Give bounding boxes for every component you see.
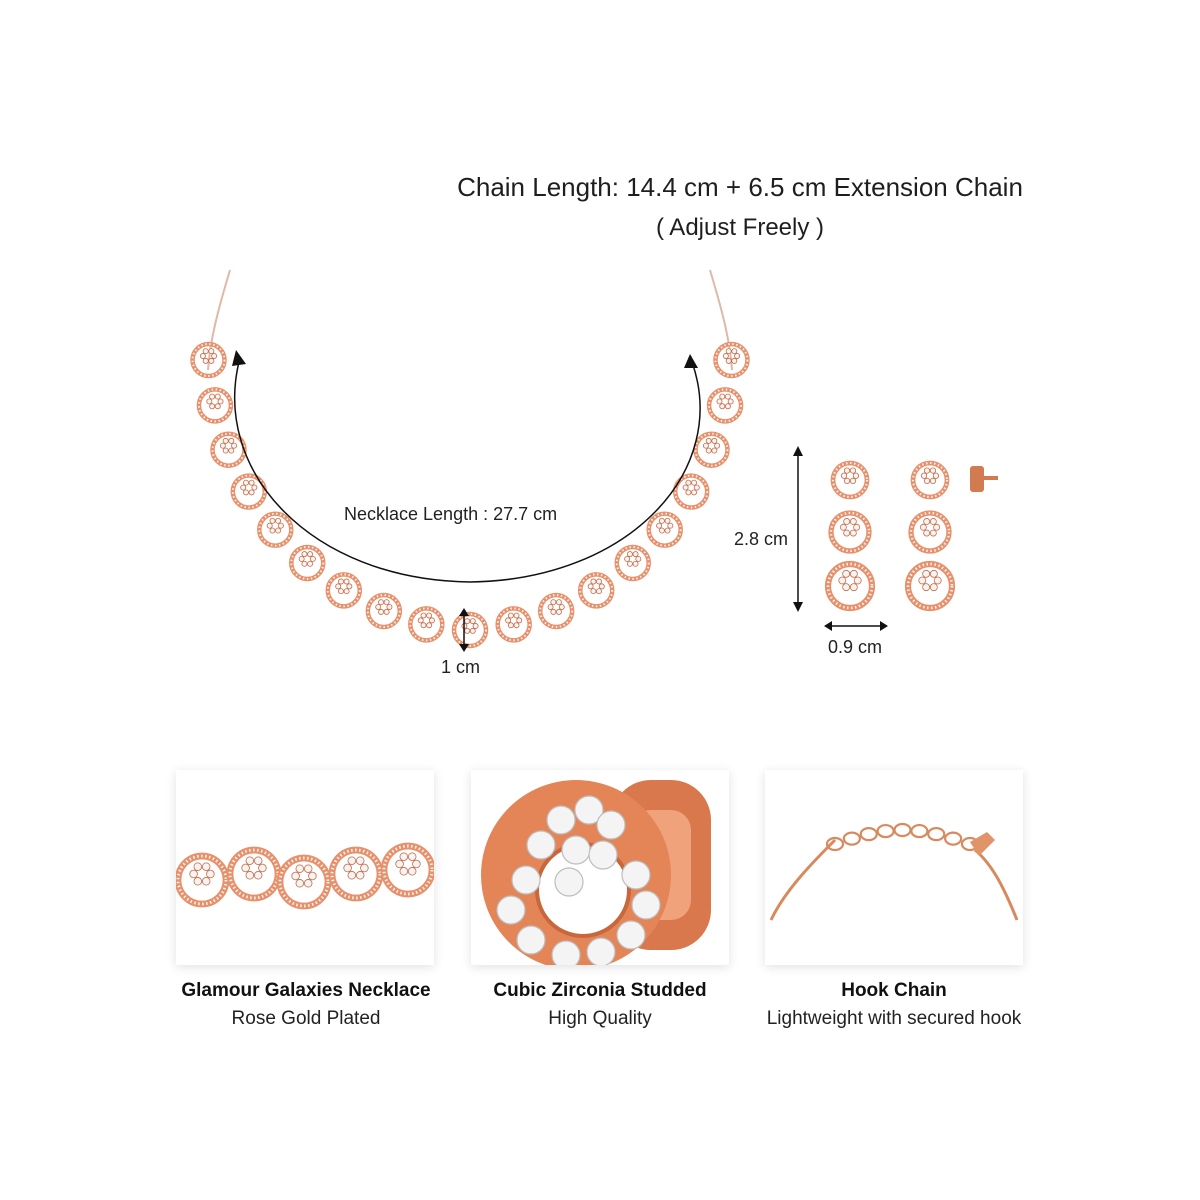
left-earring (824, 460, 876, 612)
feature-card-zirconia (471, 770, 729, 965)
feature-caption-necklace: Glamour Galaxies Necklace Rose Gold Plat… (156, 980, 456, 1030)
zirconia-stone (526, 830, 556, 860)
feature-card-hook (765, 770, 1023, 965)
motif (190, 341, 227, 379)
motif (910, 460, 950, 500)
zirconia-stone (621, 860, 651, 890)
motif (537, 592, 575, 630)
feature-caption-zirconia: Cubic Zirconia Studded High Quality (450, 980, 750, 1030)
zirconia-stone (588, 840, 618, 870)
motif (706, 387, 744, 424)
hook-chain-image (769, 822, 1019, 921)
feature-subtitle: High Quality (548, 1008, 652, 1029)
motif (904, 560, 956, 612)
motif (276, 854, 332, 910)
motif (614, 544, 651, 582)
motif (451, 611, 489, 649)
zirconia-stone (574, 795, 604, 825)
adjust-note: ( Adjust Freely ) (655, 214, 825, 241)
motif (577, 572, 615, 609)
feature-title: Glamour Galaxies Necklace (181, 980, 431, 1001)
earring-width-label: 0.9 cm (828, 637, 883, 657)
zirconia-stone (516, 925, 546, 955)
motif (824, 560, 876, 612)
motif-height-label: 1 cm (441, 657, 481, 677)
chain-link (825, 836, 845, 852)
motif (646, 511, 683, 548)
motif (328, 846, 384, 902)
zirconia-stone (551, 940, 581, 965)
zirconia-stone (586, 937, 616, 965)
chain-link (927, 827, 946, 842)
feature-subtitle: Rose Gold Plated (231, 1008, 381, 1029)
motif (408, 606, 445, 643)
motif (693, 431, 730, 468)
earrings-image (793, 446, 998, 631)
chain-link (842, 831, 861, 846)
motif (672, 473, 710, 510)
zirconia-stone (561, 835, 591, 865)
motif (230, 473, 268, 510)
chain-link (910, 823, 929, 839)
chain-link (859, 827, 878, 842)
zirconia-closeup-image (481, 780, 711, 965)
zirconia-stone (554, 867, 584, 897)
chain-length-text: Chain Length: 14.4 cm + 6.5 cm Extension… (457, 172, 1023, 202)
zirconia-stone (631, 890, 661, 920)
motif (365, 592, 403, 630)
feature-title: Cubic Zirconia Studded (493, 980, 707, 1001)
motif (257, 511, 294, 548)
feature-card-necklace (176, 770, 434, 965)
feature-title: Hook Chain (841, 980, 947, 1001)
necklace-closeup-image (176, 842, 434, 910)
zirconia-stone (616, 920, 646, 950)
earring-height-label: 2.8 cm (734, 529, 789, 549)
chain-link (876, 823, 895, 839)
necklace-length-label: Necklace Length : 27.7 cm (344, 504, 558, 524)
motif (325, 572, 363, 609)
chain-link (893, 822, 912, 838)
chain-link (944, 831, 963, 846)
zirconia-stone (511, 865, 541, 895)
motif (713, 341, 750, 379)
feature-subtitle: Lightweight with secured hook (766, 1008, 1022, 1029)
feature-caption-hook: Hook Chain Lightweight with secured hook (744, 980, 1044, 1030)
motif (289, 544, 326, 582)
motif (495, 606, 532, 643)
zirconia-stone (496, 895, 526, 925)
necklace-image (190, 269, 750, 652)
motif (828, 510, 872, 554)
motif (226, 846, 282, 902)
motif (908, 510, 952, 554)
motif (176, 852, 230, 908)
zirconia-stone (546, 805, 576, 835)
necklace-motifs (190, 341, 750, 649)
zirconia-stone (596, 810, 626, 840)
right-earring (904, 460, 956, 612)
motif (196, 387, 234, 424)
motif (830, 460, 870, 500)
motif (380, 842, 434, 898)
